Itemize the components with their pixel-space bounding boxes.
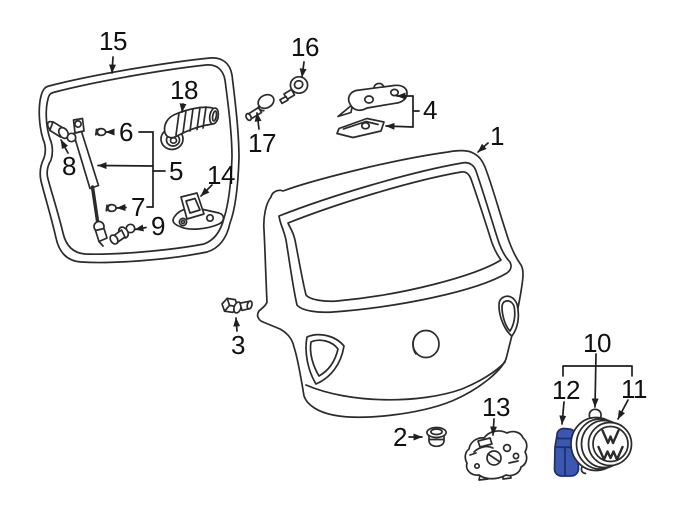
callout-13[interactable]: 13 bbox=[482, 392, 510, 422]
callout-leader-lines bbox=[60, 56, 633, 441]
callout-10[interactable]: 10 bbox=[583, 328, 611, 358]
callout-6[interactable]: 6 bbox=[119, 117, 133, 147]
callout-1[interactable]: 1 bbox=[490, 121, 504, 151]
part-clip-6[interactable] bbox=[94, 127, 107, 137]
part-ball-stud-upper[interactable] bbox=[46, 120, 77, 143]
part-hinge-4-upper[interactable] bbox=[337, 82, 408, 118]
part-hinge-14[interactable] bbox=[172, 192, 225, 230]
part-liftgate-panel[interactable] bbox=[256, 149, 524, 419]
callout-17[interactable]: 17 bbox=[248, 128, 276, 158]
callout-8[interactable]: 8 bbox=[62, 151, 76, 181]
part-striker-4-lower[interactable] bbox=[336, 117, 385, 139]
part-gas-strut[interactable] bbox=[72, 117, 108, 247]
callout-9[interactable]: 9 bbox=[151, 211, 165, 241]
callout-4[interactable]: 4 bbox=[423, 95, 437, 125]
part-screw-16[interactable] bbox=[279, 75, 309, 105]
callout-7[interactable]: 7 bbox=[131, 192, 145, 222]
callout-2[interactable]: 2 bbox=[393, 422, 407, 452]
callout-11[interactable]: 11 bbox=[621, 374, 648, 404]
callout-3[interactable]: 3 bbox=[231, 330, 245, 360]
part-bellows-18[interactable] bbox=[160, 106, 220, 151]
part-bolt-17[interactable] bbox=[245, 92, 276, 122]
callout-14[interactable]: 14 bbox=[207, 160, 235, 190]
callout-16[interactable]: 16 bbox=[291, 32, 319, 62]
part-plug-2[interactable] bbox=[426, 426, 447, 448]
part-emblem-11[interactable] bbox=[570, 408, 633, 475]
callout-18[interactable]: 18 bbox=[170, 75, 198, 105]
callout-12[interactable]: 12 bbox=[552, 375, 580, 405]
part-ball-stud-lower[interactable] bbox=[109, 223, 136, 245]
part-bolt-3[interactable] bbox=[221, 297, 253, 314]
callout-15[interactable]: 15 bbox=[99, 26, 127, 56]
part-clip-7[interactable] bbox=[105, 203, 117, 213]
callout-5[interactable]: 5 bbox=[169, 156, 183, 186]
part-latch-13[interactable] bbox=[464, 430, 528, 481]
